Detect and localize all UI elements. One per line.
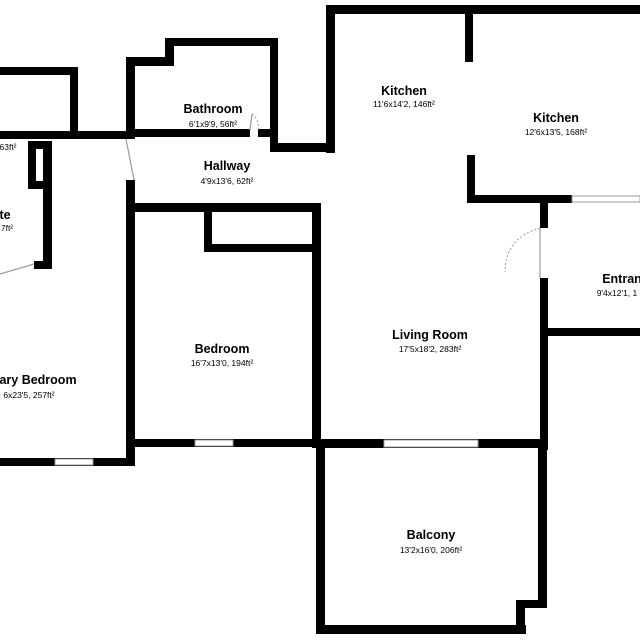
room-name-hallway: Hallway — [204, 159, 251, 173]
wall — [204, 212, 212, 252]
wall — [0, 131, 126, 139]
room-dims-primary-bedroom: 6x23'5, 257ft² — [3, 390, 54, 400]
wall — [28, 181, 52, 189]
room-name-living-room: Living Room — [392, 328, 468, 342]
wall — [126, 57, 174, 66]
room-dims-bedroom: 16'7x13'0, 194ft² — [191, 358, 253, 368]
door — [0, 263, 35, 275]
wall — [270, 143, 334, 152]
window — [194, 439, 234, 447]
room-dims-living-room: 17'5x18'2, 283ft² — [399, 344, 461, 354]
room-name-primary-bedroom: ary Bedroom — [0, 373, 77, 387]
wall — [540, 278, 548, 450]
room-dims-bathroom: 6'1x9'9, 56ft² — [189, 119, 237, 129]
wall — [467, 195, 572, 203]
room-name-bathroom: Bathroom — [183, 102, 242, 116]
wall — [316, 625, 526, 634]
wall — [0, 67, 78, 75]
wall — [258, 129, 273, 137]
wall — [465, 5, 473, 62]
wall — [43, 141, 52, 269]
room-name-ensuite: te — [0, 208, 11, 222]
walls — [0, 5, 640, 634]
room-name-bedroom-2: oom — [0, 127, 19, 141]
wall — [316, 446, 325, 634]
wall — [312, 203, 321, 448]
wall — [126, 180, 135, 466]
wall — [326, 5, 335, 153]
room-labels: oom 63ft² te 7ft² ary Bedroom 6x23'5, 25… — [0, 84, 640, 555]
room-dims-balcony: 13'2x16'0, 206ft² — [400, 545, 462, 555]
room-name-kitchen-2: Kitchen — [533, 111, 579, 125]
wall — [467, 155, 475, 203]
wall — [135, 129, 250, 137]
room-dims-kitchen-2: 12'6x13'5, 168ft² — [525, 127, 587, 137]
room-dims-kitchen-1: 11'6x14'2, 146ft² — [373, 99, 435, 109]
room-name-bedroom: Bedroom — [195, 342, 250, 356]
wall — [28, 141, 36, 189]
wall — [538, 446, 547, 608]
room-name-balcony: Balcony — [407, 528, 456, 542]
room-dims-bedroom-2: 63ft² — [0, 142, 17, 152]
wall — [165, 38, 278, 46]
room-name-kitchen-1: Kitchen — [381, 84, 427, 98]
wall — [165, 38, 174, 65]
door — [249, 113, 253, 131]
wall — [516, 600, 525, 634]
wall — [270, 38, 278, 151]
wall — [540, 195, 548, 228]
wall — [548, 328, 640, 336]
window — [54, 458, 94, 466]
wall — [70, 67, 78, 139]
room-name-entrance: Entran — [602, 272, 640, 286]
wall — [516, 600, 547, 608]
window — [571, 195, 640, 203]
wall — [204, 244, 314, 252]
door-swing — [251, 113, 259, 131]
room-dims-ensuite: 7ft² — [1, 223, 13, 233]
room-dims-entrance: 9'4x12'1, 1 — [597, 288, 638, 298]
door-swing — [504, 227, 541, 273]
wall — [135, 203, 321, 212]
room-dims-hallway: 4'9x13'6, 62ft² — [201, 176, 254, 186]
door — [125, 138, 135, 181]
doors — [0, 113, 541, 278]
window — [383, 439, 479, 448]
wall — [34, 261, 52, 269]
wall — [326, 5, 640, 14]
windows — [54, 195, 640, 466]
wall — [126, 57, 135, 139]
